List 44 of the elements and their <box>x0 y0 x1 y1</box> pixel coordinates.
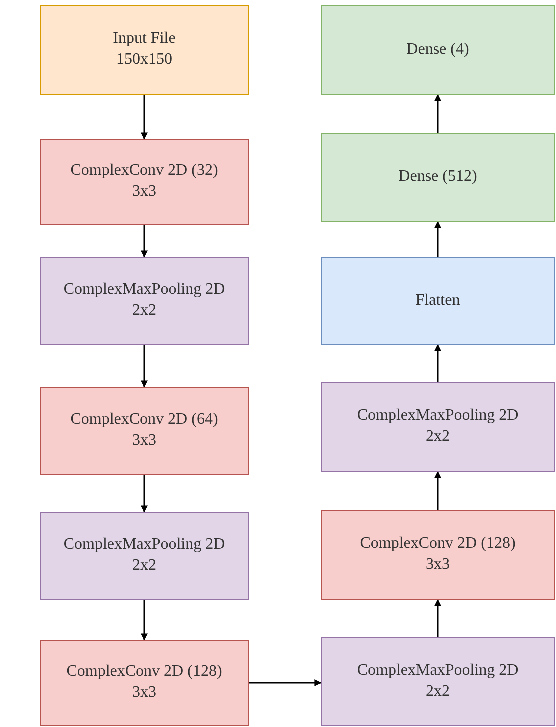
layer-label: ComplexConv 2D (128) <box>66 662 222 682</box>
layer-box <box>321 510 555 600</box>
layer-box <box>40 387 249 475</box>
arrow <box>141 95 148 140</box>
layer-label: 3x3 <box>426 555 450 575</box>
layer-label: Flatten <box>416 290 460 311</box>
layer-label: Dense (4) <box>406 40 470 60</box>
layer-box <box>40 139 249 225</box>
layer-box <box>321 257 555 345</box>
layer-label: 2x2 <box>426 682 450 702</box>
arrow <box>434 471 442 510</box>
layer-box <box>321 637 555 726</box>
layer-label: ComplexConv 2D (64) <box>70 410 218 430</box>
layer-box <box>40 640 249 726</box>
layer-label: ComplexConv 2D (32) <box>70 161 218 182</box>
layer-box <box>40 257 249 345</box>
layer-label: 2x2 <box>426 427 450 447</box>
layer-label: 2x2 <box>132 556 156 576</box>
arrow <box>434 221 442 257</box>
layer-box <box>40 5 249 95</box>
arrow <box>141 475 148 513</box>
arrow <box>141 225 148 258</box>
layer-label: 2x2 <box>132 301 156 321</box>
layer-label: ComplexMaxPooling 2D <box>64 280 226 300</box>
arrow <box>434 599 442 637</box>
layer-label: ComplexConv 2D (128) <box>360 534 516 554</box>
arrow <box>249 680 322 686</box>
arrow <box>434 344 442 382</box>
layer-box <box>40 512 249 600</box>
layer-label: Input File <box>113 29 176 50</box>
layer-box <box>321 5 555 95</box>
arrow <box>141 345 148 388</box>
layer-label: ComplexMaxPooling 2D <box>357 406 519 426</box>
layer-box <box>321 382 555 472</box>
layer-label: Dense (512) <box>398 167 478 188</box>
layer-label: ComplexMaxPooling 2D <box>357 660 519 681</box>
arrow <box>141 600 148 641</box>
layer-label: 3x3 <box>132 182 156 202</box>
layer-label: 3x3 <box>132 683 156 703</box>
layer-label: ComplexMaxPooling 2D <box>64 535 226 556</box>
arrow <box>434 94 442 133</box>
layer-label: 150x150 <box>116 50 172 70</box>
layer-box <box>321 133 555 222</box>
layer-label: 3x3 <box>132 431 156 451</box>
